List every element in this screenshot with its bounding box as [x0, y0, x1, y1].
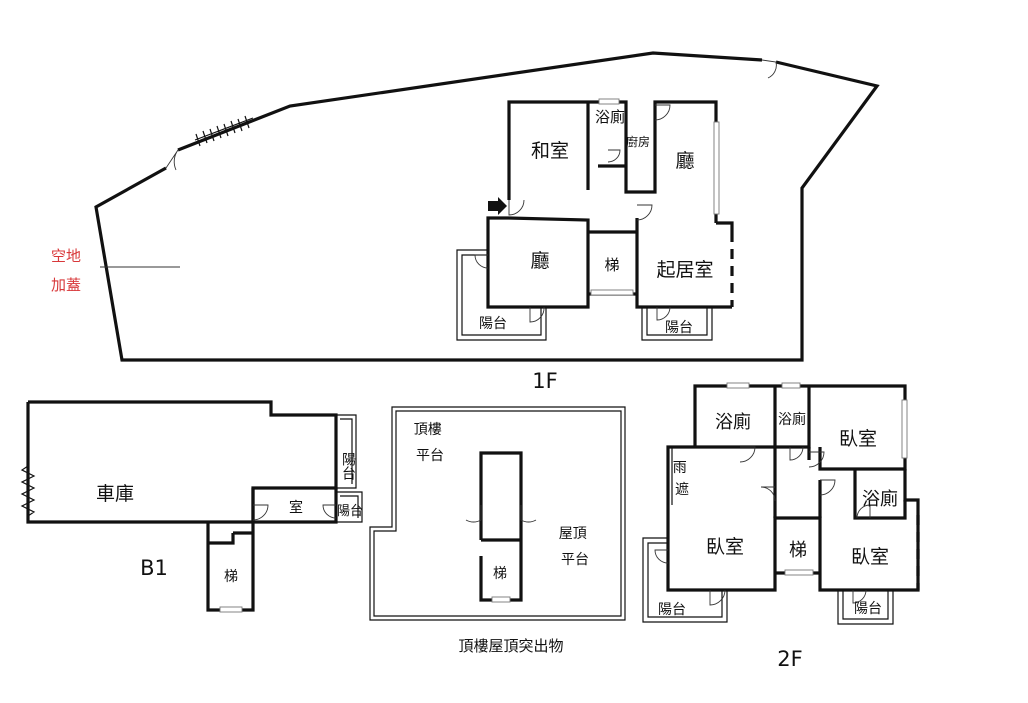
wall-bath-kitchen — [586, 102, 626, 190]
door-2f-balcony-left — [654, 549, 669, 564]
room-label-balcony-left: 陽台 — [479, 316, 507, 332]
room-label-terrace-right: 屋頂 平台 — [559, 526, 591, 568]
door-bath — [607, 149, 621, 163]
window-stair — [590, 289, 634, 296]
window-b1-stair — [219, 606, 243, 613]
garage-door-hatch — [20, 465, 36, 517]
wall-small-room — [208, 488, 338, 545]
door-2f-balcony-right — [852, 589, 867, 604]
room-label-living: 起居室 — [656, 259, 713, 281]
roof-outline-inner — [373, 410, 622, 617]
site-boundary-1f — [94, 51, 880, 362]
window-hall — [713, 121, 720, 215]
canopy-text-line2: 遮 — [675, 482, 689, 498]
room-label-bath: 浴廁 — [595, 108, 625, 126]
room-label-stair: 梯 — [604, 256, 619, 274]
room-label-2f-bath-mid: 浴廁 — [778, 411, 806, 428]
balcony-left-outline — [456, 249, 547, 341]
balcony-2f-left — [642, 537, 728, 623]
wall-japanese-room — [507, 100, 718, 223]
level-label-1f: 1F — [532, 369, 557, 393]
note-line-2: 加蓋 — [51, 276, 81, 294]
room-label-2f-stair: 梯 — [789, 540, 807, 561]
balcony-right-outline — [641, 307, 713, 341]
terrace-left-text-line2: 平台 — [416, 448, 444, 464]
plan-2f: 浴廁 浴廁 臥室 雨 遮 臥室 梯 浴廁 臥室 陽台 陽台 2F — [642, 382, 920, 671]
door-2f-bedroom-main — [760, 486, 776, 502]
room-label-2f-bedroom-main: 臥室 — [706, 536, 744, 558]
room-label-garage: 車庫 — [96, 483, 134, 505]
window-2f-bath-left — [726, 382, 750, 389]
door-balcony-left — [474, 254, 489, 269]
site-gate-right — [761, 59, 777, 79]
room-label-balcony-right: 陽台 — [665, 320, 693, 336]
door-roof-right — [520, 505, 537, 523]
room-label-b1-balcony-vertical: 陽台 — [340, 452, 356, 480]
room-label-2f-balcony-right: 陽台 — [854, 601, 882, 617]
room-label-2f-bath-left: 浴廁 — [715, 411, 751, 433]
wall-hall-left — [486, 216, 590, 309]
door-2f-bath-left — [739, 446, 756, 463]
door-roof-left — [465, 505, 482, 523]
note-line-1: 空地 — [51, 247, 81, 265]
window-2f-bedroom-top — [901, 399, 908, 459]
door-living — [636, 204, 653, 221]
window-roof-stair — [491, 596, 511, 603]
window-2f-stair — [784, 569, 814, 576]
level-label-2f: 2F — [777, 647, 802, 671]
door-2f-balcony-bottom — [709, 589, 726, 606]
roof-caption: 頂樓屋頂突出物 — [458, 637, 563, 655]
door-2f-bath-mid — [789, 446, 804, 461]
door-b1-balcony — [322, 504, 337, 519]
door-kitchen — [654, 104, 671, 121]
room-label-b1-stair: 梯 — [224, 569, 238, 585]
room-label-b1-room: 室 — [289, 499, 303, 516]
site-gate-left — [165, 149, 179, 171]
room-label-2f-bedroom-right: 臥室 — [851, 546, 889, 568]
window-bath — [598, 98, 620, 105]
room-label-2f-balcony-left: 陽台 — [658, 602, 686, 618]
canopy-outline — [667, 447, 673, 505]
room-label-japanese: 和室 — [531, 140, 569, 162]
level-label-b1: B1 — [140, 556, 168, 580]
room-label-roof-stair: 梯 — [493, 566, 507, 582]
plan-b1: 車庫 陽台 室 陽台 梯 B1 — [20, 400, 363, 613]
door-2f-bath-right — [856, 504, 871, 519]
entrance-arrow-icon — [488, 197, 507, 215]
roof-outline-outer — [369, 406, 626, 621]
door-2f-bedroom-top — [808, 451, 825, 468]
door-balcony-right — [656, 306, 671, 321]
wall-2f-main — [666, 445, 920, 592]
room-label-hall-main: 廳 — [530, 250, 549, 272]
room-label-hall-upper: 廳 — [675, 150, 694, 172]
door-b1-room — [252, 504, 269, 521]
balcony-b1-small — [336, 491, 363, 523]
room-label-kitchen: 廚房 — [626, 134, 650, 149]
room-label-b1-balcony-small: 陽台 — [337, 504, 363, 519]
wall-stair-living — [588, 218, 734, 309]
door-2f-bedroom-right — [819, 479, 836, 496]
fence-hatch — [194, 115, 254, 147]
door-balcony-bottom — [529, 306, 545, 323]
canopy-text: 雨 — [673, 460, 687, 476]
room-label-2f-bath-right: 浴廁 — [862, 488, 898, 510]
terrace-right-text: 屋頂 — [559, 526, 587, 542]
room-label-2f-canopy: 雨 遮 — [673, 460, 691, 498]
plan-roof: 頂樓 平台 屋頂 平台 梯 頂樓屋頂突出物 — [369, 406, 626, 655]
terrace-right-text-line2: 平台 — [561, 552, 589, 568]
terrace-left-text: 頂樓 — [414, 422, 442, 438]
door-entry — [508, 199, 525, 216]
room-label-terrace-left: 頂樓 平台 — [414, 422, 446, 464]
window-2f-bath-mid — [781, 382, 801, 389]
balcony-b1-vertical — [336, 414, 357, 489]
balcony-2f-right — [837, 590, 894, 625]
room-label-2f-bedroom-top: 臥室 — [839, 428, 877, 450]
plan-1f: 和室 浴廁 廚房 廳 廳 梯 起居室 陽台 陽台 空地 加蓋 1F — [51, 51, 880, 393]
wall-roof-stair — [479, 451, 523, 602]
